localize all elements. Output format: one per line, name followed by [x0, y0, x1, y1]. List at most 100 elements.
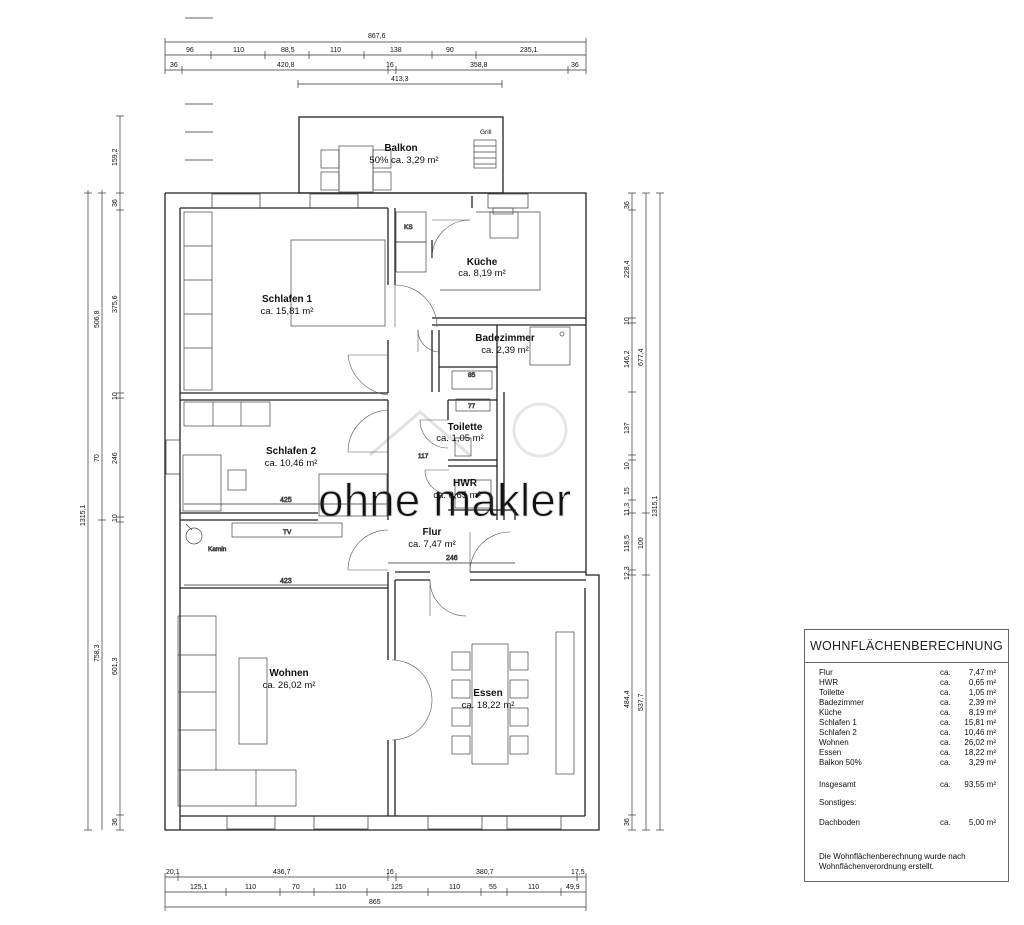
dim-bottom-55: 55 [489, 884, 497, 891]
grill-label: Grill [480, 129, 492, 136]
calc-title: WOHNFLÄCHENBERECHNUNG [805, 630, 1008, 663]
doors [347, 219, 511, 741]
dim-bottom-110c: 110 [449, 884, 460, 891]
calc-row: Balkon 50% ca. 3,29 m² [819, 758, 996, 768]
calc-row-value: 8,19 m² [968, 708, 996, 717]
calc-row: Küche ca. 8,19 m² [819, 708, 996, 718]
calc-total-value: 93,55 m² [964, 780, 996, 789]
room-name-toilette: Toilette [448, 422, 483, 433]
room-name-bad: Badezimmer [475, 333, 535, 344]
tv-label: TV [283, 529, 292, 536]
calc-row-value: 0,65 m² [968, 678, 996, 687]
left-dimensions: 159,2 36 375,6 506,8 10 246 70 10 1315,1… [80, 115, 124, 831]
room-area-kueche: ca. 8,19 m² [458, 268, 506, 279]
calc-row-value: 7,47 m² [968, 668, 996, 677]
room-name-essen: Essen [473, 688, 502, 699]
calc-row-value: 15,81 m² [964, 718, 996, 727]
room-area-toilette: ca. 1,05 m² [436, 433, 484, 444]
calc-note: Die Wohnflächenberechnung wurde nach Woh… [819, 852, 966, 871]
calc-total-label: Insgesamt [819, 780, 856, 789]
calc-attic-label: Dachboden [819, 818, 860, 827]
calc-row: Schlafen 2 ca. 10,46 m² [819, 728, 996, 738]
dim-interior-246: 246 [446, 555, 458, 562]
calc-row: Toilette ca. 1,05 m² [819, 688, 996, 698]
dim-right-10a: 10 [624, 317, 631, 325]
calc-total-row: Insgesamt ca. 93,55 m² [819, 780, 996, 790]
room-area-schlafen1: ca. 15,81 m² [261, 306, 314, 317]
room-area-bad: ca. 2,39 m² [481, 345, 529, 356]
calc-attic-value: 5,00 m² [968, 818, 996, 827]
room-name-kueche: Küche [467, 257, 498, 268]
calc-row-value: 2,39 m² [968, 698, 996, 707]
room-area-essen: ca. 18,22 m² [462, 700, 515, 711]
calc-row-ca: ca. [940, 698, 951, 707]
calc-row-label: Toilette [819, 688, 845, 697]
dim-left-601-3: 601,3 [112, 657, 119, 675]
dim-right-677-4: 677,4 [638, 348, 645, 366]
dim-right-36a: 36 [624, 201, 631, 209]
calc-row: HWR ca. 0,65 m² [819, 678, 996, 688]
dim-bottom-110b: 110 [335, 884, 346, 891]
calc-row-label: Flur [819, 668, 833, 677]
calc-other-row: Sonstiges: [819, 798, 996, 808]
dim-interior-423: 423 [280, 578, 292, 585]
calc-other-label: Sonstiges: [819, 798, 857, 807]
dim-right-100: 100 [638, 537, 645, 549]
calc-row-value: 1,05 m² [968, 688, 996, 697]
kamin-label: Kamin [208, 546, 227, 553]
area-calculation-table: WOHNFLÄCHENBERECHNUNG Flur ca. 7,47 m² H… [804, 629, 1009, 882]
calc-row-ca: ca. [940, 758, 951, 767]
watermark-text: ohne makler [318, 474, 571, 526]
dim-top-110a: 110 [233, 47, 244, 54]
bottom-dimensions: 20,1 436,7 16 380,7 17,5 125,1 110 70 11… [164, 869, 587, 911]
dim-bottom-49-9: 49,9 [566, 884, 580, 891]
room-name-hwr: HWR [453, 478, 478, 489]
dim-top-867-6: 867,6 [368, 33, 386, 40]
dim-right-36b: 36 [624, 818, 631, 826]
dim-right-228-4: 228,4 [624, 260, 631, 278]
calc-row: Essen ca. 18,22 m² [819, 748, 996, 758]
dim-top-138: 138 [390, 47, 402, 54]
calc-row-ca: ca. [940, 708, 951, 717]
dim-top-420-8: 420,8 [277, 62, 295, 69]
furniture: KS 85 77 425 117 TV Kamin 246 423 [177, 207, 575, 807]
calc-row-ca: ca. [940, 688, 951, 697]
calc-row-label: HWR [819, 678, 839, 687]
dim-left-1315-1: 1315,1 [80, 504, 87, 526]
room-name-flur: Flur [423, 527, 442, 538]
calc-row-label: Badezimmer [819, 698, 864, 707]
calc-row-label: Schlafen 1 [819, 718, 857, 727]
calc-row-label: Schlafen 2 [819, 728, 857, 737]
room-name-wohnen: Wohnen [269, 668, 308, 679]
top-dimensions: 867,6 96 110 88,5 110 138 90 235,1 36 42… [164, 17, 587, 161]
dim-left-159-2: 159,2 [112, 148, 119, 166]
calc-row-ca: ca. [940, 738, 951, 747]
dim-right-1315-1: 1315,1 [652, 495, 659, 517]
dim-bottom-20-1: 20,1 [166, 869, 180, 876]
width-85-label: 85 [468, 372, 476, 379]
dim-left-375-6: 375,6 [112, 295, 119, 313]
dim-bottom-17-5: 17,5 [571, 869, 585, 876]
calc-row-value: 26,02 m² [964, 738, 996, 747]
dim-left-10b: 10 [112, 514, 119, 522]
dim-bottom-865: 865 [369, 899, 381, 906]
calc-row-ca: ca. [940, 678, 951, 687]
dim-top-36a: 36 [170, 62, 178, 69]
dim-interior-425: 425 [280, 497, 292, 504]
calc-row-ca: ca. [940, 728, 951, 737]
dim-right-137: 137 [624, 422, 631, 434]
dim-top-90: 90 [446, 47, 454, 54]
calc-row: Flur ca. 7,47 m² [819, 668, 996, 678]
room-area-flur: ca. 7,47 m² [408, 539, 456, 550]
calc-total-ca: ca. [940, 780, 951, 789]
calc-row-value: 18,22 m² [964, 748, 996, 757]
dim-interior-117: 117 [418, 453, 429, 460]
dim-top-110b: 110 [330, 47, 341, 54]
dim-right-12-3: 12,3 [624, 566, 631, 580]
calc-attic-ca: ca. [940, 818, 951, 827]
dim-left-10a: 10 [112, 392, 119, 400]
room-name-balkon: Balkon [384, 143, 417, 154]
dim-bottom-125-1: 125,1 [190, 884, 208, 891]
right-dimensions: 36 228,4 10 146,2 677,4 137 10 15 11,3 1… [624, 192, 664, 831]
